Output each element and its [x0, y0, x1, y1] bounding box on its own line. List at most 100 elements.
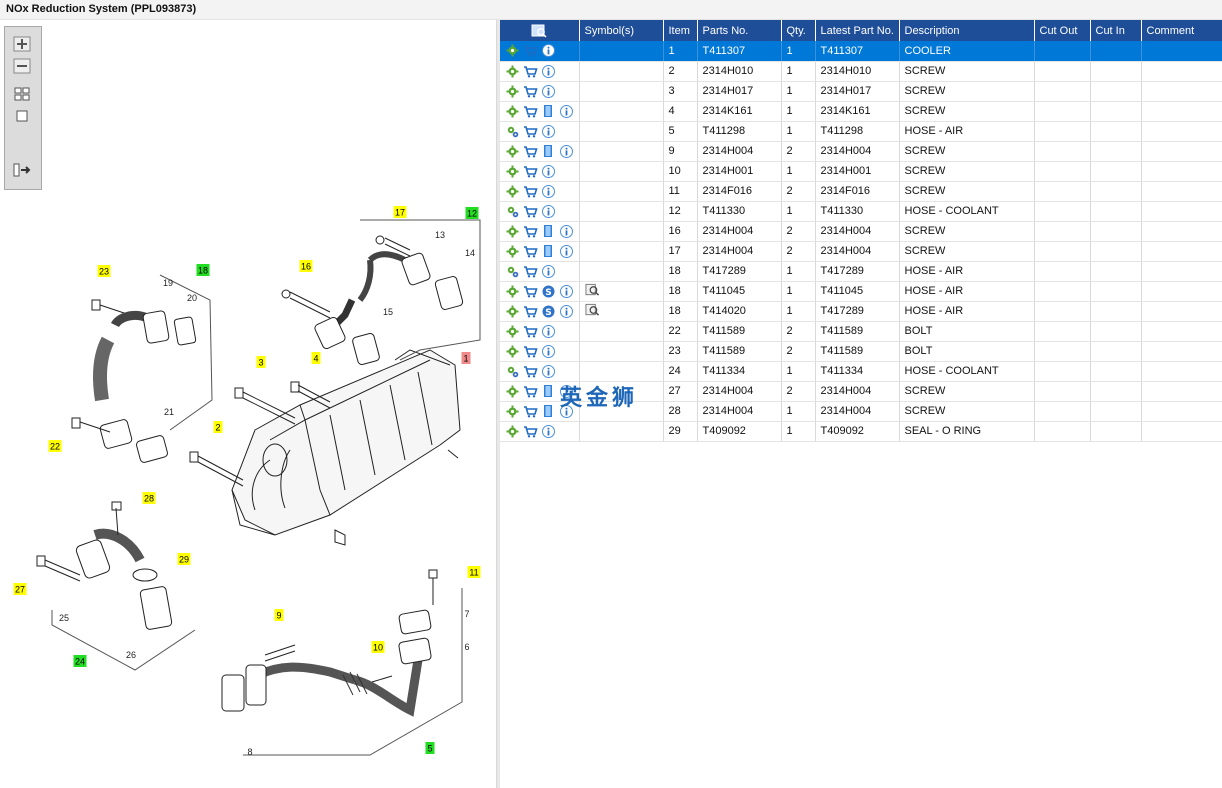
- info-icon[interactable]: [559, 224, 574, 238]
- cart-icon[interactable]: [523, 284, 538, 298]
- gear-icon[interactable]: [505, 64, 520, 78]
- info-icon[interactable]: [541, 44, 556, 58]
- info-icon[interactable]: [541, 204, 556, 218]
- gear-icon[interactable]: [505, 184, 520, 198]
- manual-icon[interactable]: [541, 404, 556, 418]
- info-icon[interactable]: [541, 164, 556, 178]
- magnifier-icon[interactable]: [584, 303, 600, 317]
- column-header-actions[interactable]: [500, 20, 580, 41]
- cart-icon[interactable]: [523, 264, 538, 278]
- info-icon[interactable]: [541, 84, 556, 98]
- info-icon[interactable]: [559, 384, 574, 398]
- actual-size-button[interactable]: [12, 107, 32, 125]
- cart-icon[interactable]: [523, 244, 538, 258]
- cart-icon[interactable]: [523, 184, 538, 198]
- cart-icon[interactable]: [523, 344, 538, 358]
- gear-icon[interactable]: [505, 224, 520, 238]
- cart-icon[interactable]: [523, 304, 538, 318]
- gear-icon[interactable]: [505, 304, 520, 318]
- gear-icon[interactable]: [505, 424, 520, 438]
- callout-9[interactable]: 9: [274, 609, 284, 621]
- cart-icon[interactable]: [523, 64, 538, 78]
- callout-4[interactable]: 4: [311, 352, 321, 364]
- cart-icon[interactable]: [523, 224, 538, 238]
- column-header-cut-out[interactable]: Cut Out: [1034, 20, 1091, 41]
- info-icon[interactable]: [541, 364, 556, 378]
- manual-icon[interactable]: [541, 244, 556, 258]
- gears-icon[interactable]: [505, 364, 520, 378]
- gears-icon[interactable]: [505, 264, 520, 278]
- gear-icon[interactable]: [505, 104, 520, 118]
- callout-18[interactable]: 18: [196, 264, 210, 276]
- callout-2[interactable]: 2: [213, 421, 223, 433]
- zoom-in-button[interactable]: [12, 35, 32, 53]
- magnifier-icon[interactable]: [584, 283, 600, 297]
- info-icon[interactable]: [541, 184, 556, 198]
- info-icon[interactable]: [541, 324, 556, 338]
- info-icon[interactable]: [541, 64, 556, 78]
- cart-icon[interactable]: [523, 404, 538, 418]
- cart-icon[interactable]: [523, 424, 538, 438]
- manual-icon[interactable]: [541, 104, 556, 118]
- cart-icon[interactable]: [523, 104, 538, 118]
- column-header-cut-in[interactable]: Cut In: [1090, 20, 1142, 41]
- gear-icon[interactable]: [505, 384, 520, 398]
- column-header-comment[interactable]: Comment: [1141, 20, 1222, 41]
- info-icon[interactable]: [559, 304, 574, 318]
- callout-3[interactable]: 3: [256, 356, 266, 368]
- supersession-icon[interactable]: S: [541, 284, 556, 298]
- column-header-symbols[interactable]: Symbol(s): [579, 20, 664, 41]
- manual-icon[interactable]: [541, 224, 556, 238]
- gears-icon[interactable]: [505, 204, 520, 218]
- info-icon[interactable]: [541, 344, 556, 358]
- show-list-button[interactable]: [12, 161, 32, 179]
- cart-icon[interactable]: [523, 84, 538, 98]
- zoom-out-button[interactable]: [12, 57, 32, 75]
- pane-splitter[interactable]: [497, 20, 501, 788]
- info-icon[interactable]: [541, 124, 556, 138]
- gear-icon[interactable]: [505, 164, 520, 178]
- callout-16[interactable]: 16: [299, 260, 313, 272]
- callout-28[interactable]: 28: [142, 492, 156, 504]
- info-icon[interactable]: [559, 284, 574, 298]
- callout-11[interactable]: 11: [467, 566, 481, 578]
- callout-24[interactable]: 24: [73, 655, 87, 667]
- fit-all-button[interactable]: [12, 85, 32, 103]
- gear-icon[interactable]: [505, 44, 520, 58]
- cart-icon[interactable]: [523, 204, 538, 218]
- gear-icon[interactable]: [505, 284, 520, 298]
- callout-29[interactable]: 29: [177, 553, 191, 565]
- callout-12[interactable]: 12: [465, 207, 479, 219]
- cart-icon[interactable]: [523, 44, 538, 58]
- column-header-item[interactable]: Item: [663, 20, 698, 41]
- gear-icon[interactable]: [505, 344, 520, 358]
- info-icon[interactable]: [541, 424, 556, 438]
- gear-icon[interactable]: [505, 244, 520, 258]
- callout-10[interactable]: 10: [371, 641, 385, 653]
- cart-icon[interactable]: [523, 164, 538, 178]
- cart-icon[interactable]: [523, 144, 538, 158]
- info-icon[interactable]: [559, 244, 574, 258]
- callout-5[interactable]: 5: [425, 742, 435, 754]
- gear-icon[interactable]: [505, 404, 520, 418]
- cart-icon[interactable]: [523, 384, 538, 398]
- info-icon[interactable]: [541, 264, 556, 278]
- manual-icon[interactable]: [541, 144, 556, 158]
- callout-27[interactable]: 27: [13, 583, 27, 595]
